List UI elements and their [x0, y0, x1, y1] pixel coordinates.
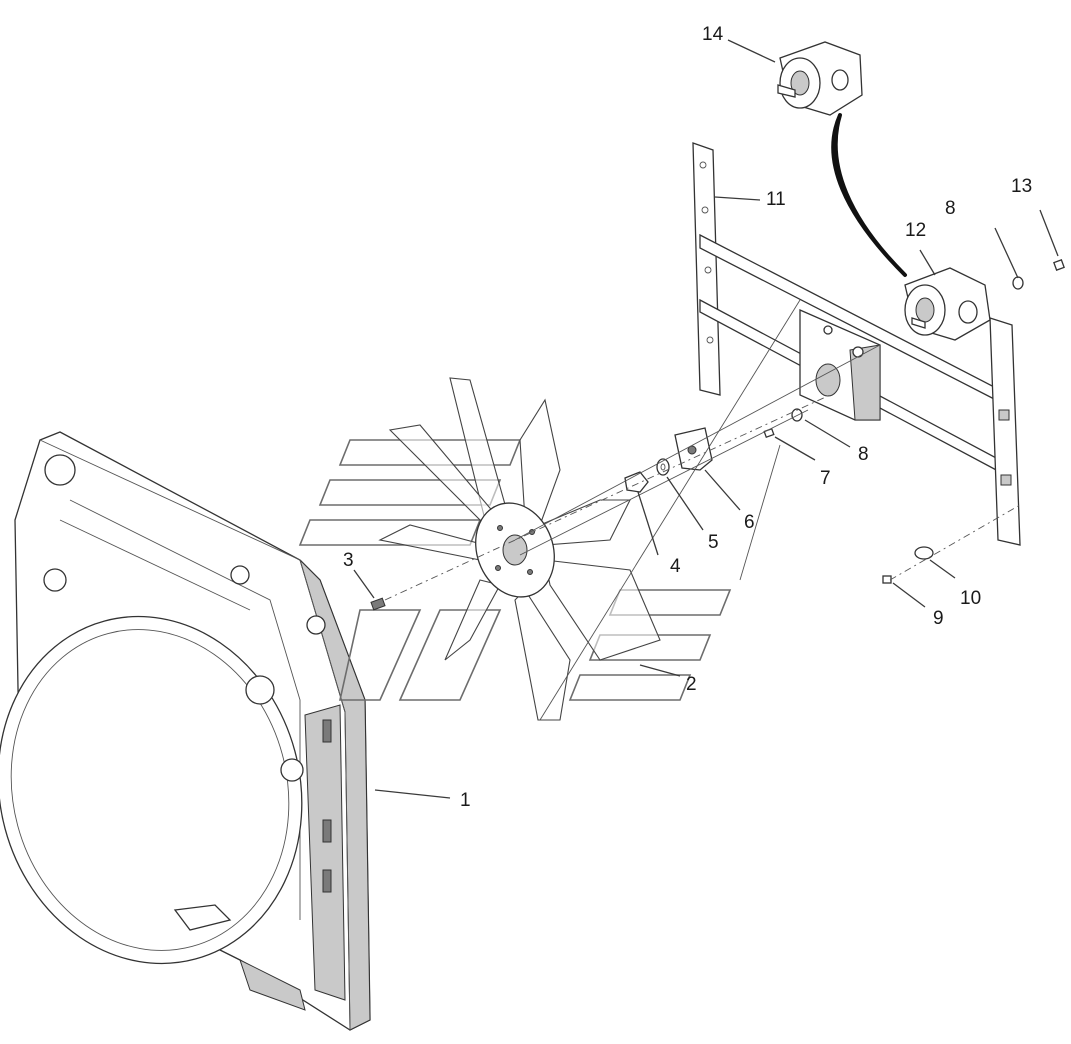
callout-1: 1 [460, 790, 471, 811]
callout-8-lower: 8 [858, 444, 869, 465]
assembly-centerlines [384, 299, 1021, 721]
callout-3: 3 [343, 550, 354, 571]
callout-labels: 1 2 3 4 5 6 7 8 9 10 11 12 8 13 14 [343, 24, 1032, 811]
callout-13: 13 [1011, 176, 1032, 197]
hydraulic-pump [904, 267, 991, 341]
pump-alternate-view [777, 41, 907, 277]
callout-14: 14 [702, 24, 724, 45]
callout-8-upper: 8 [945, 198, 956, 219]
fan-shroud [0, 431, 371, 1031]
callout-5: 5 [708, 532, 719, 553]
callout-4: 4 [670, 556, 681, 577]
mounting-bracket-frame [692, 142, 1021, 546]
callout-9: 9 [933, 608, 944, 629]
callout-12: 12 [905, 220, 926, 241]
callout-7: 7 [820, 468, 831, 489]
leader-lines [353, 39, 1059, 799]
callout-11: 11 [766, 189, 786, 210]
callout-10: 10 [960, 588, 981, 609]
callout-2: 2 [686, 674, 697, 695]
callout-6: 6 [744, 512, 755, 533]
fan-assembly [378, 377, 661, 721]
